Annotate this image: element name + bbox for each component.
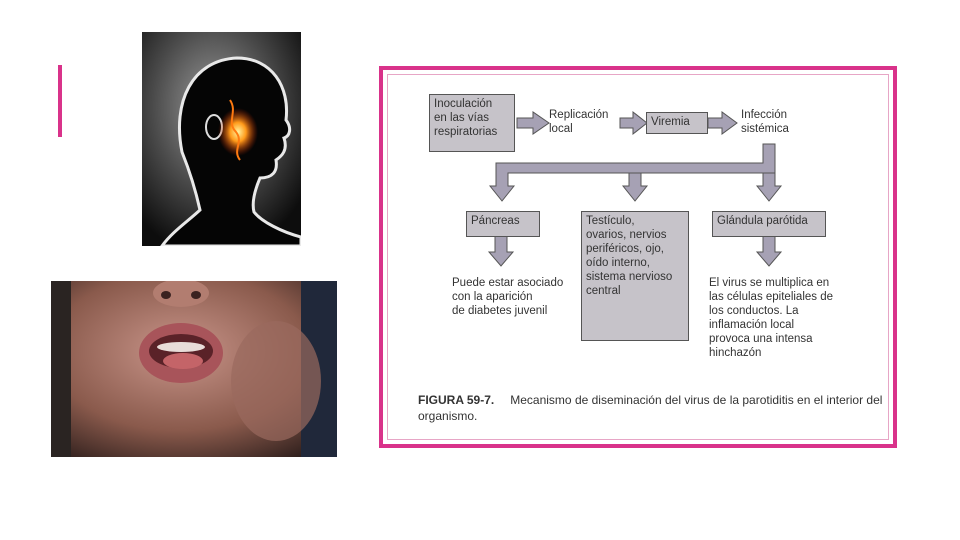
local-replication-label: Replicación local xyxy=(549,109,609,135)
figure-caption: FIGURA 59-7.Mecanismo de diseminación de… xyxy=(418,392,883,424)
viremia-box: Viremia xyxy=(646,112,708,134)
swollen-face-photo xyxy=(51,281,337,457)
head-illustration-image xyxy=(142,32,301,246)
pancreas-note: Puede estar asociado con la aparición de… xyxy=(452,277,564,317)
testicle-organs-box: Testículo, ovarios, nervios periféricos,… xyxy=(581,211,689,341)
parotid-note: El virus se multiplica en las células ep… xyxy=(709,277,834,359)
flow-arrows xyxy=(487,110,783,267)
inoculation-box: Inoculación en las vías respiratorias xyxy=(429,94,515,152)
parotid-gland-box: Glándula parótida xyxy=(712,211,826,237)
accent-bar xyxy=(58,65,62,137)
pancreas-box: Páncreas xyxy=(466,211,540,237)
caption-text: Mecanismo de diseminación del virus de l… xyxy=(418,393,883,423)
caption-tag: FIGURA 59-7. xyxy=(418,393,495,407)
figure-inner-border xyxy=(387,74,889,440)
systemic-infection-label: Infección sistémica xyxy=(741,109,789,135)
mumps-dissemination-figure: Inoculación en las vías respiratorias Re… xyxy=(379,66,897,448)
